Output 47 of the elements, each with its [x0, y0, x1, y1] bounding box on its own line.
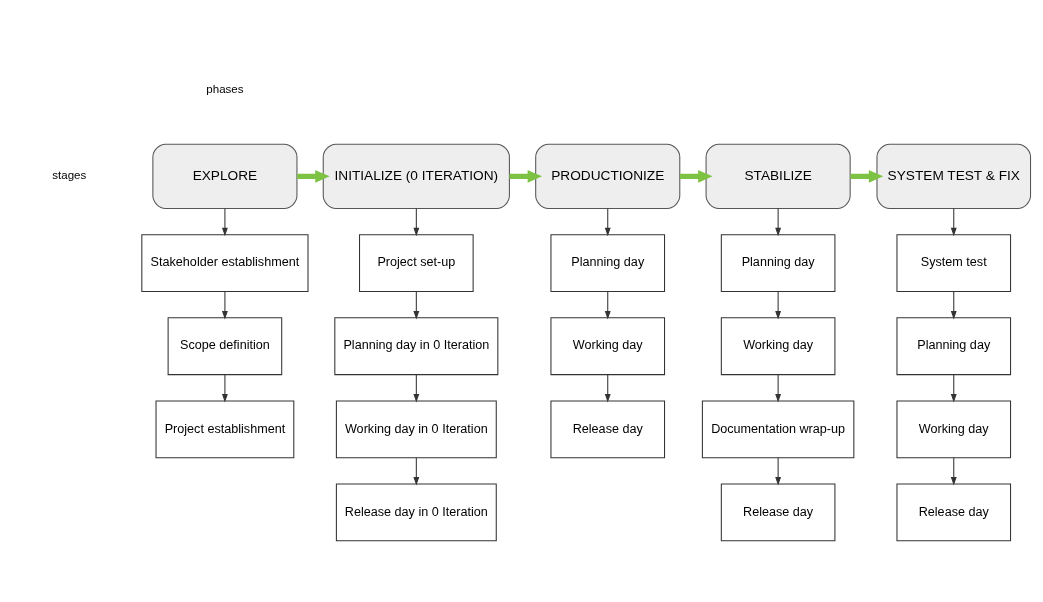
arrow	[604, 374, 611, 403]
node-box: EXPLORE	[152, 143, 298, 209]
arrow	[950, 374, 957, 403]
node-box: Project set-up	[359, 234, 474, 293]
arrow	[509, 170, 543, 183]
arrow	[950, 457, 957, 486]
node-box: Planning day	[720, 234, 836, 293]
arrow	[413, 374, 420, 403]
node-box: INITIALIZE (0 ITERATION)	[322, 143, 510, 209]
arrow	[679, 170, 713, 183]
node-box: Working day in 0 Iteration	[335, 400, 497, 459]
node-box: Planning day	[896, 317, 1012, 376]
arrow	[413, 207, 420, 237]
node-box: Release day	[720, 483, 836, 542]
node-box: Release day	[896, 483, 1012, 542]
label: stages	[52, 169, 87, 182]
arrow	[775, 291, 782, 320]
arrow	[775, 207, 782, 237]
arrow	[604, 207, 611, 237]
node-box: Release day in 0 Iteration	[335, 483, 497, 542]
arrow	[604, 291, 611, 320]
arrow	[850, 170, 884, 183]
node-box: Project establishment	[155, 400, 295, 459]
node-box: Stakeholder establishment	[141, 234, 309, 293]
arrow	[221, 374, 228, 403]
node-box: Release day	[550, 400, 666, 459]
node-box: Working day	[896, 400, 1012, 459]
arrow	[297, 170, 330, 183]
arrow	[950, 207, 957, 237]
arrow	[775, 457, 782, 486]
arrow	[221, 291, 228, 320]
node-box: Working day	[550, 317, 666, 376]
node-box: Planning day in 0 Iteration	[334, 317, 499, 376]
node-box: PRODUCTIONIZE	[535, 143, 681, 209]
arrow	[775, 374, 782, 403]
arrow	[221, 207, 228, 237]
node-box: STABILIZE	[705, 143, 851, 209]
node-box: Planning day	[550, 234, 666, 293]
node-box: SYSTEM TEST & FIX	[876, 143, 1032, 209]
node-box: Scope definition	[167, 317, 283, 376]
arrow	[413, 291, 420, 320]
arrow	[413, 457, 420, 486]
node-box: Documentation wrap-up	[701, 400, 855, 459]
node-box: System test	[896, 234, 1012, 293]
label: phases	[206, 82, 244, 95]
arrow	[950, 291, 957, 320]
node-box: Working day	[720, 317, 836, 376]
